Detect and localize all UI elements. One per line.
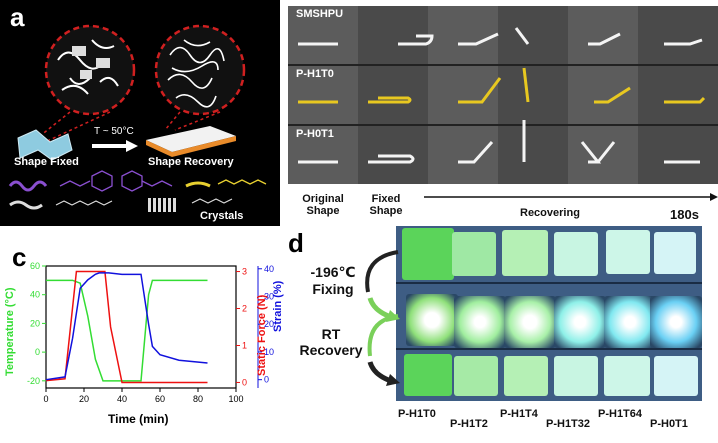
sample-fixed-4 — [554, 296, 606, 348]
sample-original-4 — [554, 232, 598, 276]
shape-fixed-caption: Shape Fixed — [14, 156, 79, 168]
p-h1t0-strips — [298, 67, 706, 104]
sample-recovered-4 — [554, 356, 598, 396]
recovery-photo-sequence — [288, 6, 718, 184]
molecule-structure-1 — [59, 170, 173, 192]
sample-label-3: P-H1T4 — [500, 408, 538, 420]
series-line-2 — [45, 272, 208, 381]
zoom-circle-recovery — [154, 24, 246, 116]
sample-fixed-1 — [406, 294, 458, 346]
panel-c-letter: c — [12, 242, 27, 272]
y-tick-label: 10 — [264, 347, 274, 357]
sample-label-6: P-H0T1 — [650, 418, 688, 430]
sample-recovered-5 — [604, 356, 650, 396]
sample-original-3 — [502, 230, 548, 276]
xlabel-time: Time (min) — [108, 412, 169, 426]
sample-label-1: P-H1T0 — [398, 408, 436, 420]
sample-original-5 — [606, 230, 650, 274]
row-label-p-h1t0: P-H1T0 — [296, 68, 334, 80]
x-tick-label: 0 — [43, 394, 48, 404]
flat-sample — [146, 126, 236, 152]
y-tick-label: 0 — [242, 377, 247, 387]
shape-recovery-caption: Shape Recovery — [148, 156, 234, 168]
series-line-0 — [46, 279, 208, 382]
y-tick-label: 30 — [264, 292, 274, 302]
sample-original-1 — [402, 228, 454, 280]
sample-recovered-2 — [454, 356, 498, 396]
y-tick-label: 3 — [242, 267, 247, 277]
y-tick-label: 0 — [264, 375, 269, 385]
smshpu-strips — [298, 27, 703, 46]
temperature-condition: T ~ 50°C — [94, 126, 134, 137]
label-fixing: -196℃ Fixing — [310, 264, 356, 297]
y-tick-label: 0 — [35, 347, 40, 357]
y-tick-label: 40 — [30, 290, 40, 300]
sample-original-2 — [452, 232, 496, 276]
y-tick-label: 40 — [264, 264, 274, 274]
ylabel-force: Static Force (N) — [256, 294, 268, 376]
sample-fixed-5 — [604, 296, 656, 348]
process-arrows — [365, 250, 400, 386]
panel-d-letter: d — [288, 228, 304, 258]
x-tick-label: 80 — [193, 394, 203, 404]
chain-icon — [9, 200, 43, 210]
x-tick-label: 60 — [155, 394, 165, 404]
y-tick-label: 20 — [30, 318, 40, 328]
sample-fixed-3 — [504, 296, 556, 348]
row-label-p-h0t1: P-H0T1 — [296, 128, 334, 140]
series-line-1 — [45, 270, 208, 384]
sample-recovered-1 — [404, 354, 452, 396]
time-arrow — [424, 193, 718, 201]
sample-recovered-3 — [504, 356, 548, 396]
hard-segment-icon — [185, 181, 211, 188]
soft-segment-icon — [8, 180, 48, 192]
row-label-smshpu: SMSHPU — [296, 8, 344, 20]
crystal-icon — [148, 198, 176, 212]
sample-fixed-2 — [454, 296, 506, 348]
shape-memory-schematic — [8, 24, 267, 212]
label-fixed-shape: Fixed Shape — [369, 193, 403, 217]
label-time-end: 180s — [670, 207, 699, 222]
y-tick-label: -20 — [27, 376, 40, 386]
sample-label-2: P-H1T2 — [450, 418, 488, 430]
panel-a-letter: a — [10, 2, 25, 32]
sample-fixed-6 — [650, 296, 702, 348]
x-tick-label: 40 — [117, 394, 127, 404]
p-h0t1-strips — [298, 120, 700, 164]
sample-recovered-6 — [654, 356, 698, 396]
y-tick-label: 20 — [264, 319, 274, 329]
plot-frame — [45, 265, 237, 389]
label-recovery: RT Recovery — [299, 326, 363, 358]
label-recovering: Recovering — [520, 207, 580, 219]
sample-original-6 — [654, 232, 696, 274]
y-tick-label: 60 — [30, 261, 40, 271]
y-tick-label: 2 — [242, 304, 247, 314]
panel-b-photo-grid: SMSHPU P-H1T0 P-H0T1 — [288, 6, 718, 184]
ylabel-temperature: Temperature (°C) — [4, 287, 16, 376]
sample-label-5: P-H1T64 — [598, 408, 643, 420]
label-original-shape: Original Shape — [302, 193, 344, 217]
x-tick-label: 20 — [79, 394, 89, 404]
crystals-caption: Crystals — [200, 210, 244, 222]
y-tick-label: 1 — [242, 340, 247, 350]
fluorescence-photo-grid — [396, 226, 702, 401]
sample-label-4: P-H1T32 — [546, 418, 591, 430]
ylabel-strain: Strain (%) — [272, 280, 284, 332]
panel-a: a — [0, 0, 280, 226]
folded-sample — [17, 129, 73, 161]
x-tick-label: 100 — [228, 394, 243, 404]
